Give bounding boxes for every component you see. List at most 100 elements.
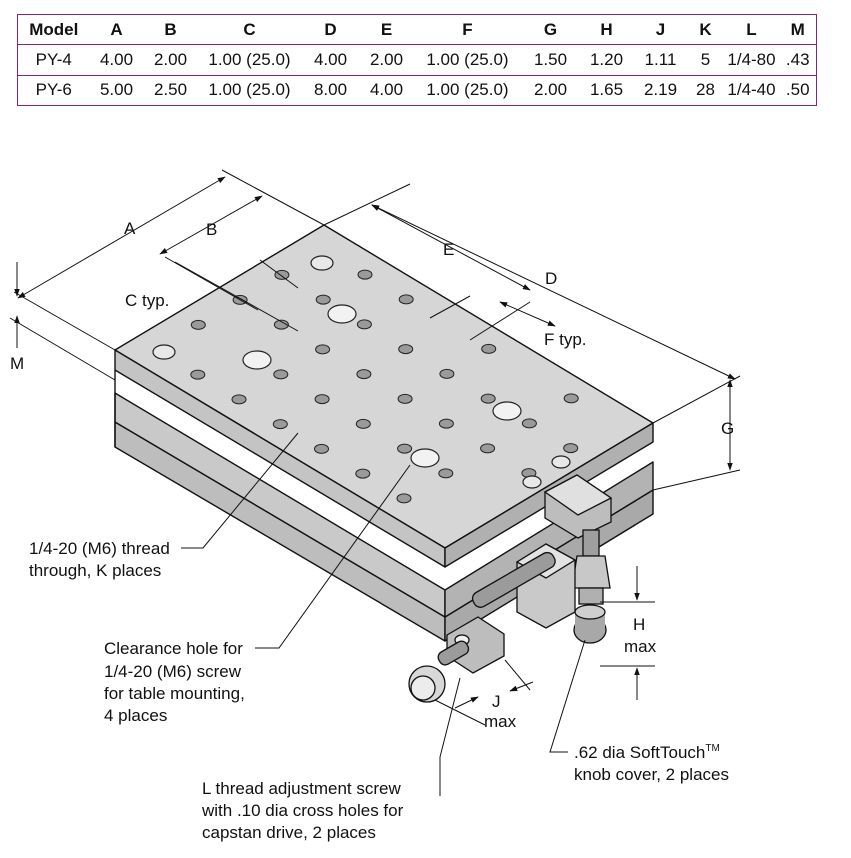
threaded-hole (190, 319, 206, 330)
leader-lines (181, 432, 586, 796)
table-cell: 4.00 (313, 49, 348, 69)
threaded-hole (190, 369, 206, 380)
clearance-hole (492, 401, 522, 421)
table-cell: 1.00 (25.0) (208, 49, 291, 69)
clearance-hole-leader (255, 464, 411, 649)
threaded-hole (398, 344, 414, 355)
table-cell: 5.00 (99, 80, 134, 100)
threaded-hole (355, 418, 371, 429)
knob-cover-callout-line2: knob cover, 2 places (574, 765, 729, 784)
header-cell: C (243, 19, 256, 39)
clearance-hole (242, 350, 272, 370)
threaded-hole (356, 319, 372, 330)
table-cell: 1.00 (25.0) (426, 80, 509, 100)
threaded-hole (315, 344, 331, 355)
dim-label-j: J (492, 692, 501, 711)
threaded-hole (314, 443, 329, 454)
table-cell: 1/4-80 (727, 49, 776, 69)
clearance-hole-callout-line1: Clearance hole for (104, 639, 243, 658)
threaded-hole (397, 393, 413, 404)
clearance-hole (410, 448, 440, 468)
threaded-hole (398, 294, 414, 305)
threaded-hole (355, 468, 371, 479)
table-row: PY-4 4.00 2.00 1.00 (25.0) 4.00 2.00 1.0… (17, 45, 817, 76)
threaded-hole (481, 343, 497, 354)
table-cell: 4.00 (369, 80, 404, 100)
header-cell: G (543, 19, 558, 39)
threaded-hole (563, 393, 579, 404)
table-cell: 28 (696, 80, 715, 100)
table-cell: 1.00 (25.0) (426, 49, 509, 69)
dim-label-g: G (721, 419, 734, 438)
clearance-hole-callout-line4: 4 places (104, 706, 167, 725)
threaded-hole (521, 418, 537, 429)
threaded-hole (274, 269, 290, 280)
threaded-hole (231, 394, 247, 405)
threaded-hole (356, 369, 372, 380)
threaded-hole (273, 369, 289, 380)
lock-screws (152, 255, 571, 489)
dim-label-e: E (443, 240, 454, 259)
header-cell: B (164, 19, 177, 39)
dim-label-f: F typ. (544, 330, 587, 349)
table-cell: 4.00 (99, 49, 134, 69)
table-cell: 2.00 (533, 80, 568, 100)
threaded-hole (314, 394, 330, 405)
thread-hole-leader (181, 432, 299, 549)
adjuster-front (408, 551, 556, 703)
dimension-lines (9, 169, 741, 726)
table-cell: 2.50 (153, 80, 188, 100)
table-cell: 2.19 (643, 80, 678, 100)
table-cell: 2.00 (369, 49, 404, 69)
header-cell: F (462, 19, 473, 39)
table-cell: 1.65 (589, 80, 624, 100)
callout-text: 1/4-20 (M6) thread through, K places Cle… (29, 539, 729, 842)
knob-cover-callout-line1: .62 dia SoftTouchTM (574, 743, 720, 762)
dim-label-j-max: max (484, 712, 517, 731)
header-cell: K (699, 19, 712, 39)
table-cell: 8.00 (313, 80, 348, 100)
table-cell: 1.00 (25.0) (208, 80, 291, 100)
threaded-hole (272, 419, 288, 430)
threaded-hole (439, 368, 455, 379)
dim-label-b: B (206, 220, 217, 239)
header-cell: M (790, 19, 805, 39)
header-cell: Model (29, 19, 79, 39)
table-cell: 1.50 (533, 49, 568, 69)
threaded-hole (480, 393, 496, 404)
adjust-screw-leader (439, 677, 461, 796)
dim-label-d: D (545, 269, 557, 288)
knob-cover-leader (549, 639, 586, 753)
dim-label-h: H (633, 615, 645, 634)
table-cell: 1.20 (589, 49, 624, 69)
table-cell: 5 (700, 49, 711, 69)
dimension-table: Model A B C D E F G H J K L M PY-4 4.00 … (17, 14, 817, 106)
adjust-screw-callout-line2: with .10 dia cross holes for (201, 801, 404, 820)
adjust-screw-callout-line3: capstan drive, 2 places (202, 823, 376, 842)
threaded-hole (315, 294, 331, 305)
table-row: PY-6 5.00 2.50 1.00 (25.0) 8.00 4.00 1.0… (18, 75, 817, 105)
clearance-hole (327, 304, 357, 324)
table-cell: .50 (785, 80, 810, 100)
table-cell: 1.11 (644, 49, 677, 69)
header-cell: E (380, 19, 393, 39)
threaded-hole (397, 443, 413, 454)
threaded-hole (563, 443, 579, 454)
threaded-hole (438, 418, 454, 429)
table-cell: 2.00 (153, 49, 188, 69)
header-cell: L (746, 19, 757, 39)
threaded-hole (273, 319, 289, 330)
table-cell: .43 (785, 49, 810, 69)
header-cell: J (655, 19, 666, 39)
threaded-hole (396, 493, 412, 504)
threaded-hole (480, 443, 496, 454)
threaded-hole (438, 468, 454, 479)
header-cell: D (324, 19, 337, 39)
table-cell: 1/4-40 (727, 80, 776, 100)
clearance-hole-callout-line3: for table mounting, (104, 684, 245, 703)
dimension-labels: A B C typ. D E F typ. G M H max J max (10, 219, 734, 731)
dim-label-h-max: max (624, 637, 657, 656)
dim-label-m: M (10, 354, 24, 373)
thread-hole-callout-line2: through, K places (29, 561, 161, 580)
